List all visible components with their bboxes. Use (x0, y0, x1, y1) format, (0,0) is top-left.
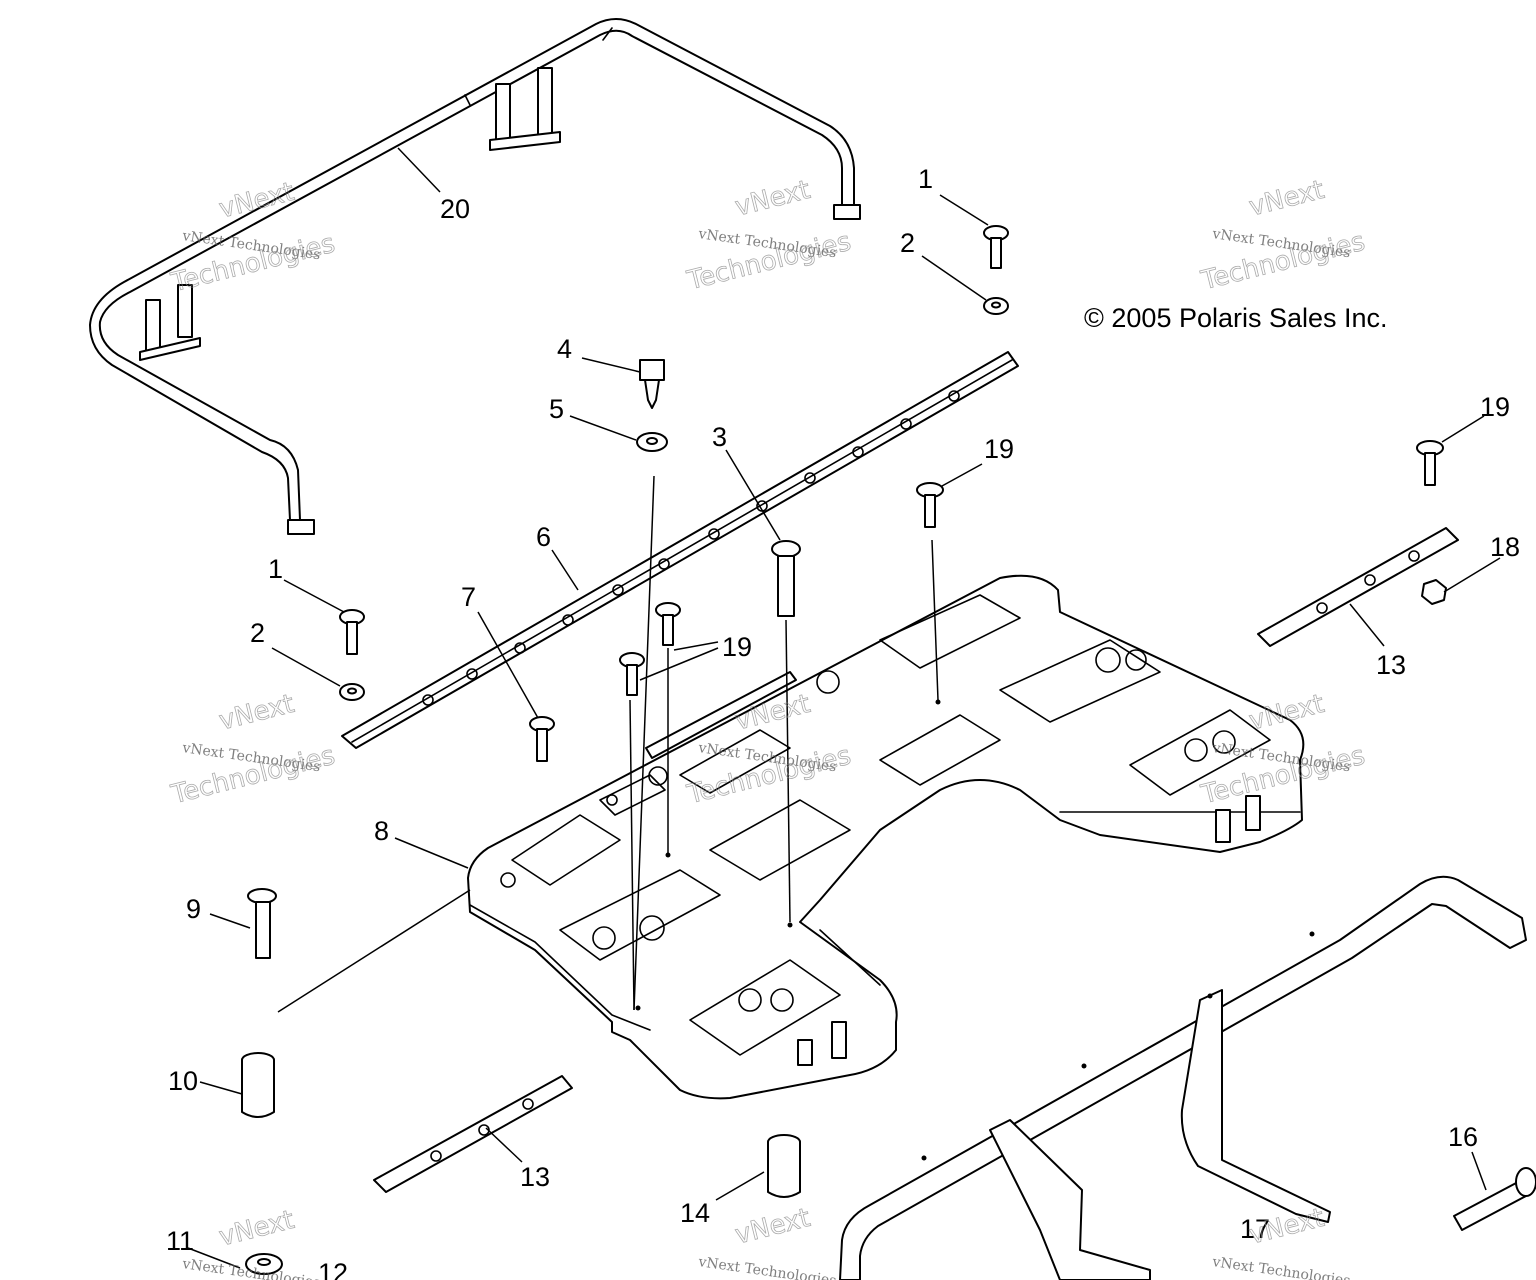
lower-frame-17 (839, 875, 1527, 1280)
rack-rail-20 (89, 18, 861, 535)
callout-19-pair: 19 (722, 632, 752, 662)
watermark: vNext Technologies vNext Technologies (167, 177, 338, 299)
washer-2-left (339, 683, 365, 701)
svg-text:vNext Technologies: vNext Technologies (1210, 1254, 1351, 1280)
svg-text:vNext: vNext (732, 1203, 813, 1250)
callout-5: 5 (549, 394, 564, 424)
callout-4: 4 (557, 334, 572, 364)
svg-text:vNext: vNext (216, 1205, 297, 1252)
screw-4 (639, 359, 665, 409)
washer-5 (636, 432, 668, 452)
washer-11 (245, 1253, 283, 1275)
callout-2-left: 2 (250, 618, 265, 648)
bolt-19-pair-a (655, 602, 681, 646)
watermark: vNext Technologies vNext Technologies (167, 689, 338, 811)
svg-text:vNext: vNext (1246, 175, 1327, 222)
svg-text:vNext: vNext (216, 689, 297, 736)
callout-19-center: 19 (984, 434, 1014, 464)
bolt-16 (1453, 1167, 1536, 1231)
callout-6: 6 (536, 522, 551, 552)
callout-14: 14 (680, 1198, 710, 1228)
callout-10: 10 (168, 1066, 198, 1096)
callout-1-top: 1 (918, 164, 933, 194)
callout-7: 7 (461, 582, 476, 612)
callout-13-left: 13 (520, 1162, 550, 1192)
nut-18 (1421, 579, 1447, 605)
spacer-14 (767, 1134, 801, 1198)
svg-text:vNext Technologies: vNext Technologies (696, 1254, 837, 1280)
leader-lines (187, 147, 1501, 1269)
callout-12: 12 (318, 1258, 348, 1280)
callout-17: 17 (1240, 1214, 1270, 1244)
spacer-10 (241, 1052, 275, 1118)
callout-18: 18 (1490, 532, 1520, 562)
callout-labels: 20 1 2 1 2 4 5 3 6 7 8 9 10 11 12 13 13 … (166, 164, 1520, 1280)
bolt-19-pair-b (619, 652, 645, 696)
bolt-19-center (916, 482, 944, 528)
watermark: vNext Technologies vNext Technologies (1197, 175, 1368, 297)
bolt-3 (771, 540, 801, 617)
rack-base-8 (467, 574, 1305, 1100)
mounting-strip-6 (341, 351, 1019, 749)
callout-16: 16 (1448, 1122, 1478, 1152)
washer-2-top (983, 297, 1009, 315)
strip-13-right (1257, 527, 1459, 647)
callout-19-right: 19 (1480, 392, 1510, 422)
callout-1-left: 1 (268, 554, 283, 584)
bolt-9 (247, 888, 277, 959)
callout-11: 11 (166, 1226, 194, 1256)
svg-text:vNext: vNext (732, 175, 813, 222)
bolt-7 (529, 716, 555, 762)
callout-20: 20 (440, 194, 470, 224)
watermark: vNext Technologies vNext Technologies (683, 175, 854, 297)
bolt-1-top (983, 225, 1009, 269)
bolt-19-right (1416, 440, 1444, 486)
callout-9: 9 (186, 894, 201, 924)
callout-3: 3 (712, 422, 727, 452)
strip-13-left (373, 1075, 573, 1193)
callout-13-right: 13 (1376, 650, 1406, 680)
callout-8: 8 (374, 816, 389, 846)
watermark: vNext Technologies vNext (696, 1203, 837, 1280)
copyright-notice: © 2005 Polaris Sales Inc. (1084, 303, 1388, 333)
bolt-1-left (339, 609, 365, 655)
callout-2-top: 2 (900, 228, 915, 258)
watermark: vNext Technologies vNext (180, 1205, 321, 1280)
